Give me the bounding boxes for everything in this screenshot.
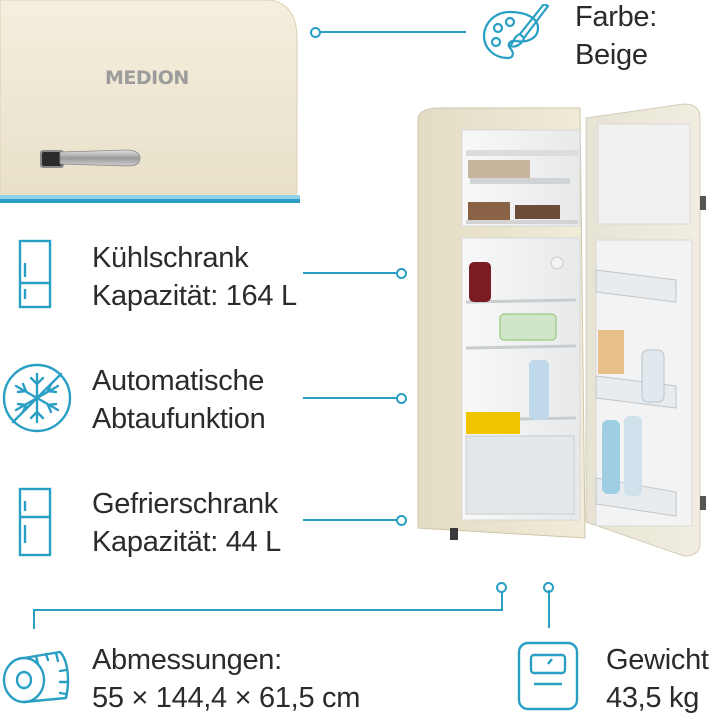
dimensions-feature: Abmessungen: 55 × 144,4 × 61,5 cm xyxy=(92,641,360,717)
defrost-feature: Automatische Abtaufunktion xyxy=(92,362,266,438)
connector-dot-defrost xyxy=(396,393,407,404)
fridge-capacity: Kapazität: 164 L xyxy=(92,280,297,312)
connector-dot-fridge xyxy=(396,268,407,279)
connector-line-dimensions-left xyxy=(33,609,35,629)
measuring-tape-icon xyxy=(0,646,72,712)
connector-line-color xyxy=(316,31,466,33)
fridge-image xyxy=(400,100,711,560)
dimensions-value: 55 × 144,4 × 61,5 cm xyxy=(92,682,361,714)
no-frost-icon xyxy=(1,362,73,434)
brand-logo: MEDION xyxy=(105,67,189,89)
freezer-title: Gefrierschrank xyxy=(92,488,278,520)
color-label: Farbe: xyxy=(575,1,658,33)
defrost-subtitle: Abtaufunktion xyxy=(92,403,266,435)
connector-line-weight xyxy=(548,590,550,628)
connector-dot-color xyxy=(310,27,321,38)
freezer-feature: Gefrierschrank Kapazität: 44 L xyxy=(92,485,281,561)
fridge-icon xyxy=(18,239,52,309)
weight-value: 43,5 kg xyxy=(606,682,700,714)
connector-line-dimensions-vertical xyxy=(501,590,503,610)
connector-line-defrost xyxy=(303,397,399,399)
connector-dot-freezer xyxy=(396,515,407,526)
connector-line-fridge xyxy=(303,272,399,274)
dimensions-title: Abmessungen: xyxy=(92,644,282,676)
fridge-title: Kühlschrank xyxy=(92,242,249,274)
fridge-feature: Kühlschrank Kapazität: 164 L xyxy=(92,239,297,315)
palette-icon xyxy=(480,4,552,64)
connector-dot-dimensions xyxy=(496,582,507,593)
scale-icon xyxy=(516,640,580,712)
defrost-title: Automatische xyxy=(92,365,265,397)
weight-title: Gewicht: xyxy=(606,644,711,676)
color-feature: Farbe: Beige xyxy=(575,0,657,74)
fridge-closeup: MEDION xyxy=(0,0,300,210)
freezer-capacity: Kapazität: 44 L xyxy=(92,526,281,558)
connector-line-freezer xyxy=(303,519,399,521)
connector-line-dimensions-horizontal xyxy=(33,609,503,611)
freezer-icon xyxy=(18,487,52,557)
weight-feature: Gewicht: 43,5 kg xyxy=(606,641,711,717)
color-value: Beige xyxy=(575,39,648,71)
